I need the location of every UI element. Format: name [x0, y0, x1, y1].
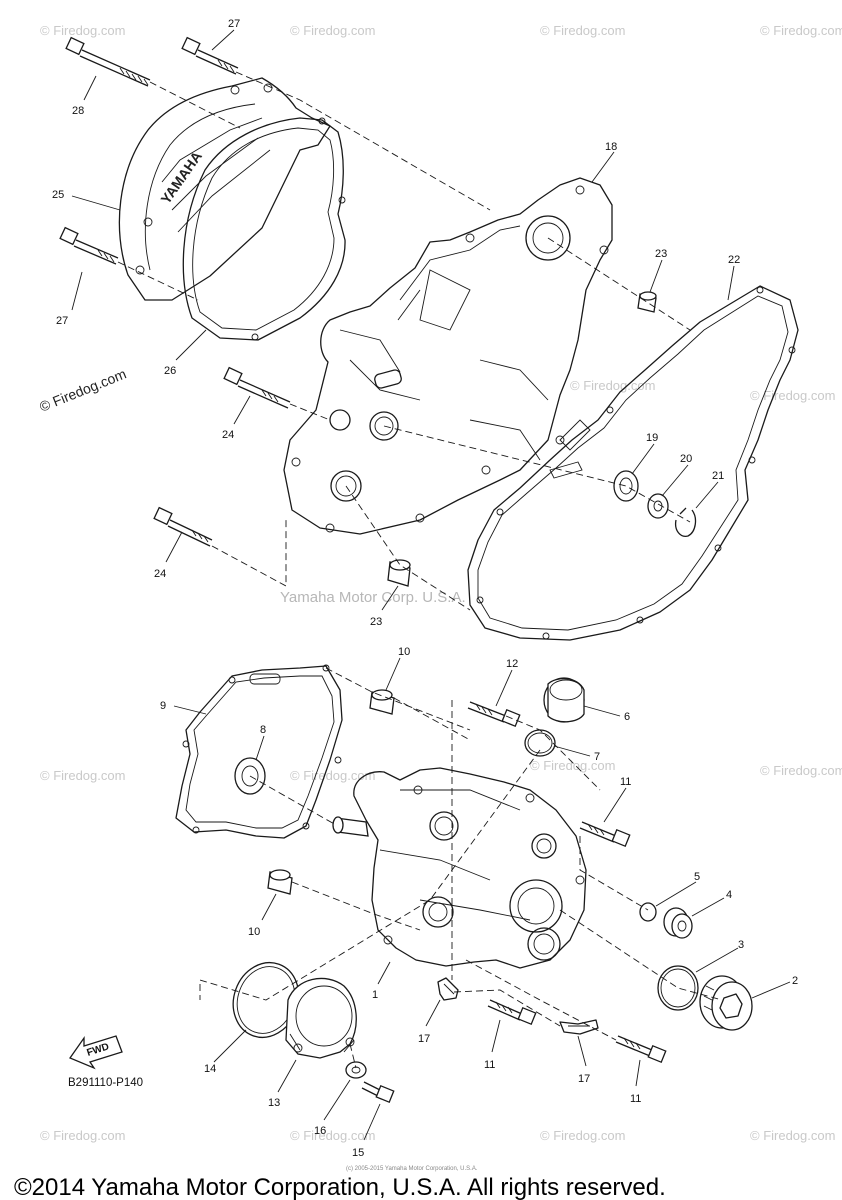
callout-label: 27 — [56, 315, 68, 327]
watermark-text: © Firedog.com — [40, 23, 125, 38]
copyright-notice: ©2014 Yamaha Motor Corporation, U.S.A. A… — [14, 1174, 666, 1200]
drawing-code: B291110-P140 — [68, 1077, 143, 1089]
callout-label: 5 — [694, 871, 700, 883]
callout-label: 19 — [646, 432, 658, 444]
callout-label: 16 — [314, 1125, 326, 1137]
outer-cover-25: YAMAHA — [118, 77, 331, 301]
crankcase-cover-18 — [283, 177, 613, 535]
crankcase-cover-1 — [332, 767, 587, 969]
bolt-11-a — [579, 821, 631, 848]
cover-13 — [285, 977, 357, 1059]
callout-label: 4 — [726, 889, 732, 901]
dowel-10-top — [369, 689, 395, 715]
callout-label: 9 — [160, 700, 166, 712]
callout-label: 21 — [712, 470, 724, 482]
circlip-21 — [674, 507, 697, 537]
o-ring-5 — [639, 902, 657, 922]
callout-label: 7 — [594, 751, 600, 763]
bolt-12 — [467, 701, 521, 728]
callout-label: 11 — [620, 776, 631, 788]
bolt-28 — [65, 36, 151, 87]
plug-4 — [663, 907, 693, 939]
upper-assembly-lines — [117, 71, 691, 611]
callout-label: 27 — [228, 18, 240, 30]
watermark-text: © Firedog.com — [530, 758, 615, 773]
watermark-text: © Firedog.com — [540, 1128, 625, 1143]
callout-label: 24 — [222, 429, 234, 441]
callout-label: 10 — [248, 926, 260, 938]
cover-gasket-26 — [182, 117, 346, 341]
washer-16 — [345, 1061, 367, 1079]
bolt-24-lower — [153, 506, 213, 547]
callout-label: 11 — [630, 1093, 641, 1105]
watermark-text: © Firedog.com — [750, 388, 835, 403]
bolt-11-c — [615, 1035, 667, 1064]
watermark-text: © Firedog.com — [290, 1128, 375, 1143]
dowel-10-bottom — [267, 869, 293, 895]
callout-label: 14 — [204, 1063, 216, 1075]
callout-label: 24 — [154, 568, 166, 580]
callout-label: 18 — [605, 141, 617, 153]
o-ring-3 — [657, 965, 699, 1011]
watermark-main: Yamaha Motor Corp. U.S.A. — [280, 589, 466, 606]
callout-label: 22 — [728, 254, 740, 266]
callout-label: 26 — [164, 365, 176, 377]
callout-label: 8 — [260, 724, 266, 736]
watermark-text: © Firedog.com — [570, 378, 655, 393]
callout-label: 17 — [578, 1073, 590, 1085]
bolt-15 — [361, 1081, 395, 1104]
callout-label: 11 — [484, 1059, 495, 1071]
watermark-text: © Firedog.com — [760, 763, 842, 778]
watermark-text: © Firedog.com — [540, 23, 625, 38]
bolt-11-b — [487, 999, 537, 1026]
fine-print: (c) 2005-2015 Yamaha Motor Corporation, … — [346, 1166, 478, 1172]
callout-label: 15 — [352, 1147, 364, 1159]
bolt-27-top — [181, 36, 239, 75]
callout-label: 6 — [624, 711, 630, 723]
dowel-23-top — [637, 291, 657, 313]
bolt-24-upper — [223, 366, 291, 409]
gasket-22 — [467, 285, 799, 641]
callout-label: 28 — [72, 105, 84, 117]
svg-text:YAMAHA: YAMAHA — [157, 148, 205, 206]
watermark-text: © Firedog.com — [40, 1128, 125, 1143]
callout-layer: 27 28 25 27 26 24 24 18 23 22 19 20 — [52, 18, 798, 1159]
clamp-17-b — [559, 1019, 599, 1035]
callout-label: 1 — [372, 989, 378, 1001]
washer-20 — [647, 493, 669, 519]
callout-label: 2 — [792, 975, 798, 987]
callout-label: 12 — [506, 658, 518, 670]
watermark-text: © Firedog.com — [290, 23, 375, 38]
callout-label: 3 — [738, 939, 744, 951]
lower-assembly-lines — [199, 667, 723, 1069]
watermark-text: © Firedog.com — [750, 1128, 835, 1143]
callout-label: 23 — [655, 248, 667, 260]
callout-label: 25 — [52, 189, 64, 201]
callout-label: 20 — [680, 453, 692, 465]
firedog-badge: © Firedog.com — [37, 365, 128, 414]
clamp-17-a — [437, 977, 459, 1001]
gasket-9 — [175, 664, 343, 839]
watermark-text: © Firedog.com — [760, 23, 842, 38]
callout-label: 13 — [268, 1097, 280, 1109]
callout-label: 23 — [370, 616, 382, 628]
o-ring-7 — [524, 729, 556, 757]
callout-label: 17 — [418, 1033, 430, 1045]
cap-6 — [543, 677, 585, 723]
forward-arrow-icon: FWD — [69, 1035, 123, 1070]
plug-2 — [699, 975, 753, 1031]
watermark-text: © Firedog.com — [290, 768, 375, 783]
bolt-27-left — [59, 226, 119, 265]
oil-seal-19 — [613, 470, 639, 502]
watermark-text: © Firedog.com — [40, 768, 125, 783]
callout-label: 10 — [398, 646, 410, 658]
watermark-layer: © Firedog.com © Firedog.com © Firedog.co… — [40, 23, 842, 1143]
